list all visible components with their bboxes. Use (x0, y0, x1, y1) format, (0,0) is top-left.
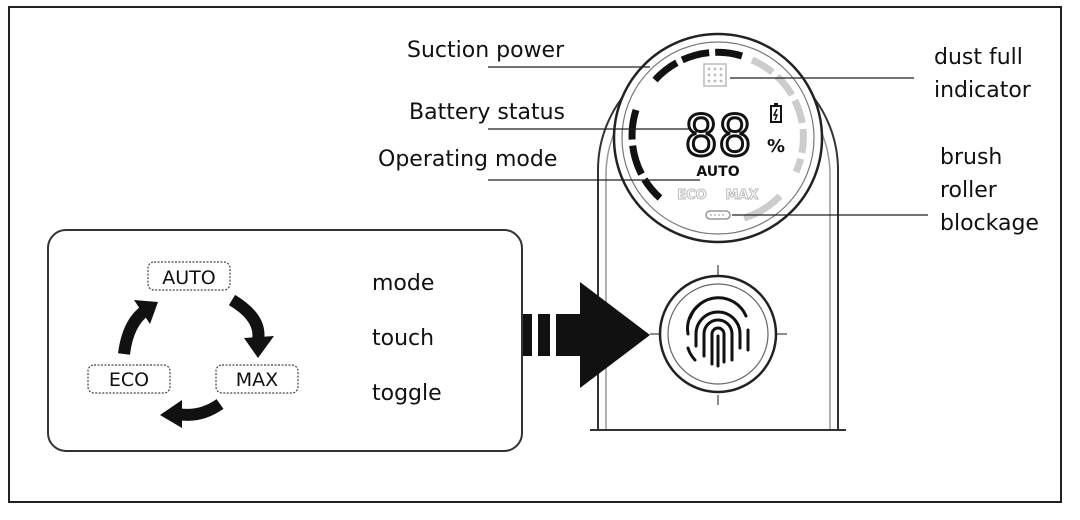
mode-chip-auto: AUTO (147, 261, 231, 291)
mode-chip-eco: ECO (87, 364, 171, 394)
battery-light-arc (742, 193, 783, 222)
percent-sign: % (767, 136, 785, 157)
label-battery-status: Battery status (409, 100, 566, 125)
fingerprint-button[interactable] (650, 265, 787, 405)
suction-light-arc (750, 56, 807, 174)
brush-roller-icon (705, 210, 731, 220)
mode-eco-label: ECO (677, 188, 706, 203)
suction-power-arc (652, 48, 744, 83)
label-suction-power: Suction power (407, 38, 565, 63)
battery-digits: 88 (684, 104, 751, 169)
svg-text:ECO: ECO (109, 369, 149, 391)
arrow-right-icon (520, 282, 650, 388)
dust-full-icon (703, 63, 727, 87)
cycle-arrow-eco-to-auto (118, 300, 158, 355)
display-inner-ring (621, 41, 815, 235)
label-dust-full: dust full indicator (934, 45, 1031, 103)
svg-text:MAX: MAX (236, 369, 278, 391)
fingerprint-icon (686, 296, 750, 368)
battery-arc (628, 108, 663, 201)
battery-icon (770, 103, 782, 123)
cycle-arrow-auto-to-max (228, 294, 274, 358)
mode-cycle-panel (47, 229, 523, 452)
caption-touch: touch (372, 326, 435, 351)
caption-mode: mode (372, 271, 435, 296)
cycle-arrow-max-to-eco (160, 398, 224, 428)
mode-max-label: MAX (725, 188, 758, 203)
mode-chip-max: MAX (215, 364, 299, 394)
label-brush-roller: brush roller blockage (940, 145, 1039, 236)
svg-text:AUTO: AUTO (162, 267, 215, 289)
caption-toggle: toggle (372, 381, 442, 406)
figure-frame (8, 6, 1062, 503)
label-operating-mode: Operating mode (378, 147, 558, 172)
mode-active-label: AUTO (696, 164, 739, 180)
display-outer-ring (612, 32, 824, 244)
